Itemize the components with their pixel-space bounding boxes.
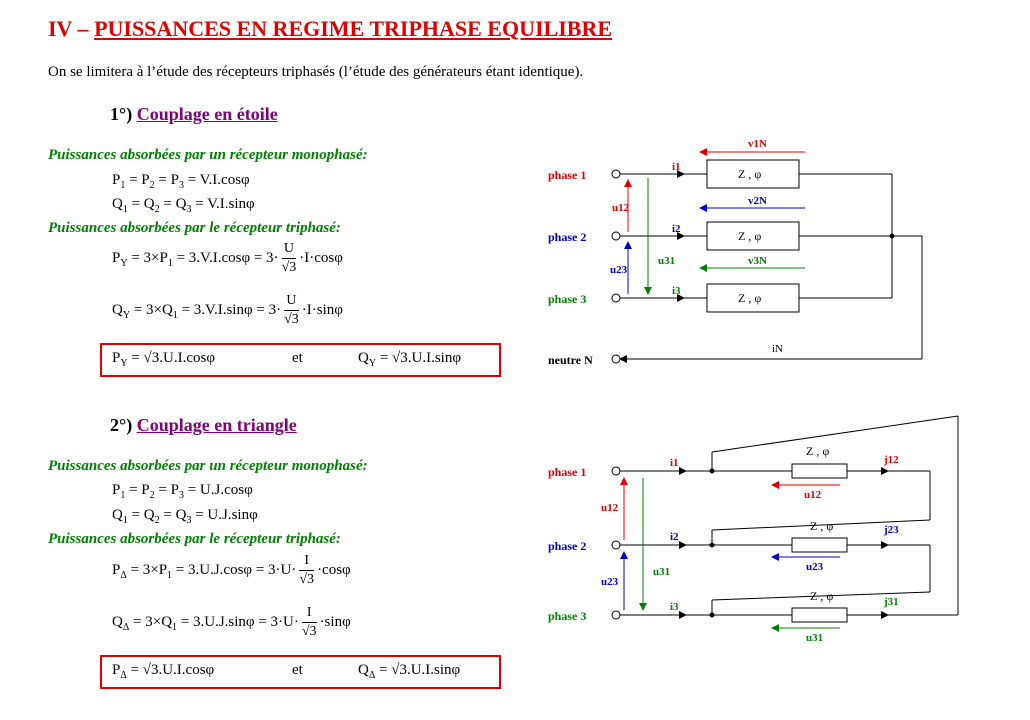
delta-result-and: et bbox=[292, 662, 303, 678]
star-z1-label: Z , φ bbox=[738, 167, 761, 181]
star-i3-label: i3 bbox=[672, 285, 681, 297]
delta-u23-label: u23 bbox=[601, 576, 619, 588]
delta-i2-label: i2 bbox=[670, 531, 679, 543]
star-v2N-label: v2N bbox=[748, 195, 767, 207]
delta-i3-label: i3 bbox=[670, 601, 679, 613]
delta-u12-branch-label: u12 bbox=[804, 489, 822, 501]
delta-u31-label: u31 bbox=[653, 566, 670, 578]
star-result-box bbox=[100, 343, 501, 377]
delta-z31-label: Z , φ bbox=[810, 589, 833, 603]
delta-u12-label: u12 bbox=[601, 502, 619, 514]
delta-u23-branch-label: u23 bbox=[806, 561, 824, 573]
delta-p-equation: P1 = P2 = P3 = U.J.cosφ bbox=[112, 482, 253, 501]
star-v3N-label: v3N bbox=[748, 255, 767, 267]
star-v1N-label: v1N bbox=[748, 138, 767, 150]
delta-phase3-label: phase 3 bbox=[548, 609, 586, 623]
star-iN-label: iN bbox=[772, 343, 783, 355]
delta-phase1-label: phase 1 bbox=[548, 465, 586, 479]
star-i1-label: i1 bbox=[672, 161, 681, 173]
delta-result-box bbox=[100, 655, 501, 689]
star-impedance-3 bbox=[706, 283, 800, 313]
delta-impedance-31 bbox=[791, 607, 848, 623]
delta-q-equation: Q1 = Q2 = Q3 = U.J.sinφ bbox=[112, 507, 258, 526]
delta-j12-label: j12 bbox=[883, 454, 899, 466]
star-q-tri-equation: QY = 3×Q1 = 3.V.I.sinφ = 3·U√3·I·sinφ bbox=[112, 293, 343, 327]
star-phase2-label: phase 2 bbox=[548, 230, 586, 244]
delta-tri-label: Puissances absorbées par le récepteur tr… bbox=[48, 531, 341, 547]
intro-text: On se limitera à l’étude des récepteurs … bbox=[48, 64, 584, 80]
star-u31-label: u31 bbox=[658, 255, 675, 267]
delta-i1-label: i1 bbox=[670, 457, 679, 469]
star-phase3-label: phase 3 bbox=[548, 292, 586, 306]
star-i2-label: i2 bbox=[672, 223, 681, 235]
star-mono-label: Puissances absorbées par un récepteur mo… bbox=[48, 147, 368, 163]
delta-impedance-12 bbox=[791, 463, 848, 479]
delta-j23-label: j23 bbox=[883, 524, 899, 536]
delta-u31-branch-label: u31 bbox=[806, 632, 823, 644]
star-result-p: PY = √3.U.I.cosφ bbox=[112, 350, 215, 369]
star-impedance-2 bbox=[706, 221, 800, 251]
delta-z23-label: Z , φ bbox=[810, 519, 833, 533]
star-u23-label: u23 bbox=[610, 264, 628, 276]
delta-result-q: QΔ = √3.U.I.sinφ bbox=[358, 662, 461, 681]
star-result-q: QY = √3.U.I.sinφ bbox=[358, 350, 462, 369]
section-star-heading: 1°) Couplage en étoile bbox=[110, 104, 278, 124]
star-impedance-1 bbox=[706, 159, 800, 189]
delta-phase2-label: phase 2 bbox=[548, 539, 586, 553]
star-phase1-label: phase 1 bbox=[548, 168, 586, 182]
delta-q-tri-equation: QΔ = 3×Q1 = 3.U.J.sinφ = 3·U·I√3·sinφ bbox=[112, 605, 351, 639]
page-title: IV – PUISSANCES EN REGIME TRIPHASE EQUIL… bbox=[48, 16, 613, 41]
star-neutre-label: neutre N bbox=[548, 353, 593, 367]
star-p-tri-equation: PY = 3×P1 = 3.V.I.cosφ = 3·U√3·I·cosφ bbox=[112, 241, 343, 275]
star-p-equation: P1 = P2 = P3 = V.I.cosφ bbox=[112, 172, 250, 191]
section-delta-heading: 2°) Couplage en triangle bbox=[110, 415, 297, 435]
delta-diagram bbox=[611, 415, 959, 632]
star-z2-label: Z , φ bbox=[738, 229, 761, 243]
delta-impedance-23 bbox=[791, 537, 848, 553]
star-result-and: et bbox=[292, 350, 303, 366]
star-q-equation: Q1 = Q2 = Q3 = V.I.sinφ bbox=[112, 196, 255, 215]
delta-result-p: PΔ = √3.U.I.cosφ bbox=[112, 662, 215, 681]
star-z3-label: Z , φ bbox=[738, 291, 761, 305]
star-tri-label: Puissances absorbées par le récepteur tr… bbox=[48, 220, 341, 236]
delta-z12-label: Z , φ bbox=[806, 444, 829, 458]
delta-j31-label: j31 bbox=[883, 596, 899, 608]
delta-p-tri-equation: PΔ = 3×P1 = 3.U.J.cosφ = 3·U·I√3·cosφ bbox=[112, 553, 351, 587]
star-u12-label: u12 bbox=[612, 202, 630, 214]
star-diagram bbox=[611, 148, 923, 364]
delta-mono-label: Puissances absorbées par un récepteur mo… bbox=[48, 458, 368, 474]
